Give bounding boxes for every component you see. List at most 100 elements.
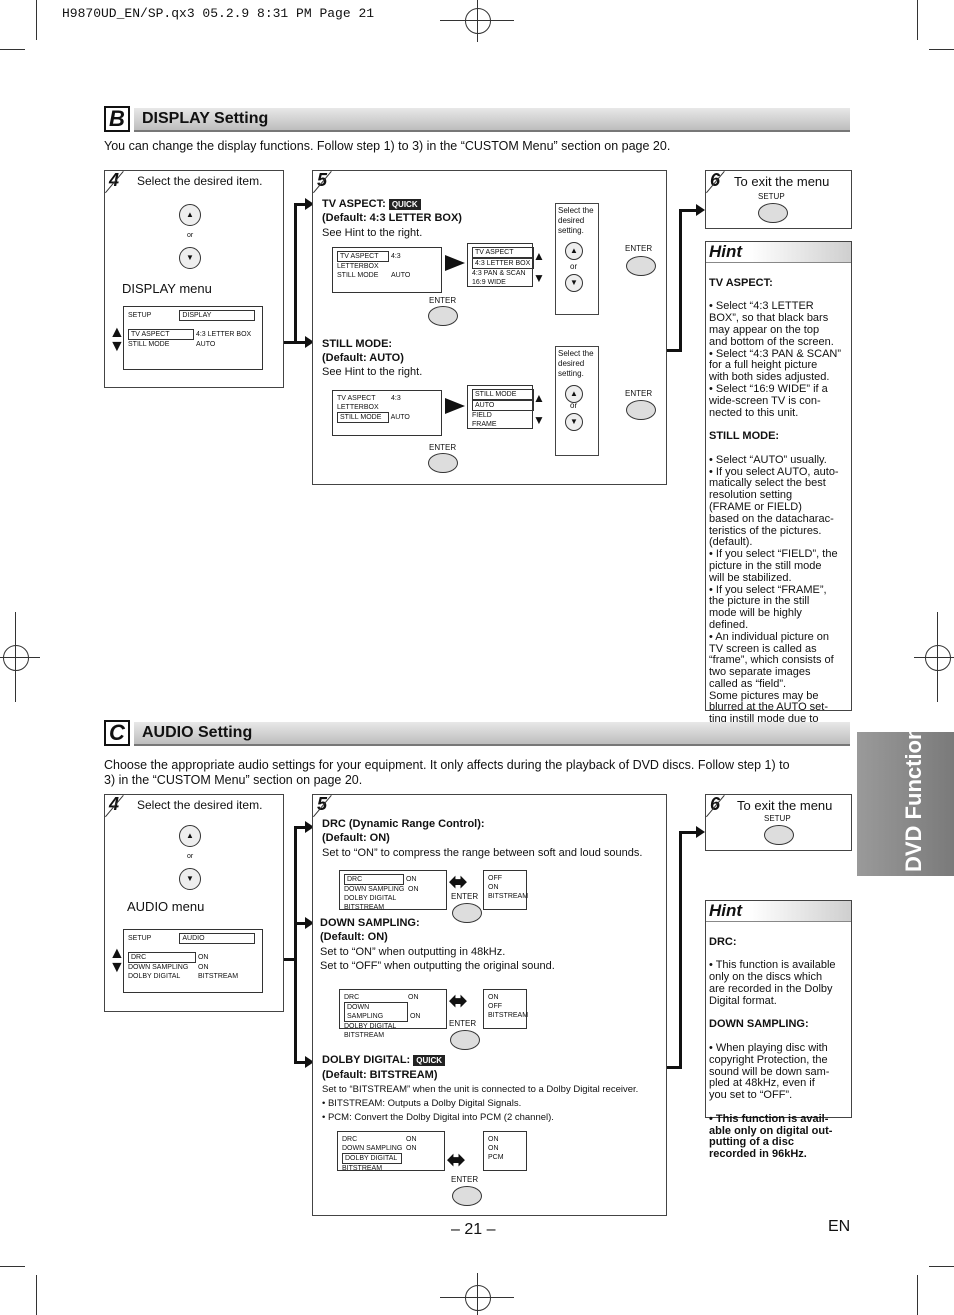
screen-value: BITSTREAM [488, 893, 529, 900]
enter-button-icon [626, 400, 656, 420]
screen-option: 4:3 PAN & SCAN [472, 270, 526, 277]
or-label: or [570, 262, 578, 271]
screen-value: ON [408, 886, 419, 893]
display-step5-box: 5 TV ASPECT: QUICK (Default: 4:3 LETTER … [312, 170, 667, 485]
drc-title: DRC (Dynamic Range Control): [322, 818, 485, 830]
screen-value: ON [406, 1145, 417, 1152]
menu-row-dolby-digital: DOLBY DIGITAL [128, 973, 181, 980]
hint-bold-note: • This function is avail- able only on d… [709, 1112, 833, 1161]
tv-aspect-screen-b: TV ASPECT 4:3 LETTER BOX 4:3 PAN & SCAN … [467, 243, 534, 287]
screen-row: TV ASPECT [337, 251, 389, 262]
audio-menu-title: AUDIO menu [127, 899, 205, 914]
menu-row-value: 4:3 LETTER BOX [195, 331, 252, 338]
setup-button-icon [758, 203, 788, 223]
still-mode-default: (Default: AUTO) [322, 352, 404, 364]
right-arrow-icon [445, 255, 465, 271]
down-button-icon: ▼ [565, 274, 583, 292]
screen-value: AUTO [391, 272, 411, 279]
tv-aspect-hint-ref: See Hint to the right. [322, 227, 423, 239]
audio-step5-box: 5 DRC (Dynamic Range Control): (Default:… [312, 794, 667, 1216]
screen-row: DRC [342, 1136, 358, 1143]
screen-row: DOLBY DIGITAL [344, 1023, 397, 1030]
up-down-arrow-icon: ▲▼ [533, 249, 545, 285]
audio-step4-box: 4 Select the desired item. ▲ or ▼ AUDIO … [104, 794, 284, 1012]
language-code: EN [828, 1218, 851, 1235]
tv-aspect-default: (Default: 4:3 LETTER BOX) [322, 212, 462, 224]
enter-label: ENTER [429, 296, 457, 305]
enter-label: ENTER [625, 389, 653, 398]
screen-option: AUTO [472, 400, 534, 411]
screen-value: PCM [488, 1154, 504, 1161]
screen-value: OFF [488, 1003, 502, 1010]
screen-head: STILL MODE [472, 389, 534, 400]
double-arrow-icon: ⬌ [449, 869, 468, 894]
display-menu-title: DISPLAY menu [122, 281, 212, 296]
display-section-title: DISPLAY Setting [142, 110, 269, 127]
drc-screen-right: OFF ON BITSTREAM [483, 870, 529, 910]
setup-button-label: SETUP [758, 192, 785, 201]
select-desired-label: Select the desired setting. [558, 349, 594, 378]
still-mode-hint-ref: See Hint to the right. [322, 366, 423, 378]
screen-value: ON [409, 1013, 421, 1020]
enter-button-icon [452, 903, 482, 923]
screen-row: DOWN SAMPLING [342, 1145, 403, 1152]
still-mode-screen-b: STILL MODE AUTO FIELD FRAME [467, 385, 534, 429]
hint-title: Hint [706, 901, 851, 922]
page-number: – 21 – [451, 1221, 496, 1238]
screen-option: 4:3 LETTER BOX [472, 258, 534, 269]
audio-intro-line2: 3) in the “CUSTOM Menu” section on page … [104, 773, 363, 787]
dolby-digital-screen-right: ON ON PCM [483, 1131, 527, 1171]
double-arrow-icon: ⬌ [449, 988, 468, 1013]
setup-button-icon [764, 825, 794, 845]
step4-label: Select the desired item. [137, 798, 263, 812]
dvd-functions-side-tab: DVD Functions [857, 714, 954, 876]
dolby-digital-default: (Default: BITSTREAM) [322, 1069, 438, 1081]
down-sampling-desc1: Set to “ON” when outputting in 48kHz. [320, 946, 506, 958]
enter-button-icon [450, 1030, 480, 1050]
screen-row: DOLBY DIGITAL [344, 895, 397, 902]
menu-row-tv-aspect: TV ASPECT [128, 329, 194, 340]
up-down-arrow-icon: ▲▼ [109, 945, 125, 976]
enter-button-icon [428, 306, 458, 326]
step4-label: Select the desired item. [137, 174, 263, 188]
dolby-digital-desc1: Set to “BITSTREAM” when the unit is conn… [322, 1084, 639, 1095]
screen-value: ON [488, 884, 499, 891]
enter-label: ENTER [429, 443, 457, 452]
screen-value: 4:3 LETTERBOX [337, 253, 401, 270]
menu-row-drc: DRC [128, 952, 196, 963]
menu-row-down-sampling: DOWN SAMPLING [128, 964, 189, 971]
screen-value: ON [406, 1136, 417, 1143]
screen-row: DOWN SAMPLING [344, 886, 405, 893]
screen-value: ON [405, 876, 417, 883]
up-down-arrow-icon: ▲▼ [109, 324, 125, 355]
screen-option: FIELD [472, 412, 492, 419]
screen-row: TV ASPECT [337, 395, 376, 402]
audio-section-bar [134, 722, 850, 746]
menu-row-still-mode: STILL MODE [128, 341, 170, 348]
hint-drc-head: DRC: [709, 935, 737, 948]
screen-row: DRC [344, 994, 360, 1001]
screen-value: AUTO [390, 414, 410, 421]
screen-row: DRC [344, 874, 404, 885]
down-sampling-title: DOWN SAMPLING: [320, 917, 420, 929]
select-desired-box: Select the desired setting. ▲ or ▼ [555, 203, 599, 315]
menu-row-value: ON [197, 954, 209, 961]
hint-tv-aspect-body: • Select “4:3 LETTER BOX”, so that black… [709, 300, 842, 419]
hint-still-mode-body: • Select “AUTO” usually. • If you select… [709, 453, 839, 737]
dolby-digital-desc3: • PCM: Convert the Dolby Digital into PC… [322, 1112, 554, 1123]
audio-step6-box: 6 To exit the menu SETUP [705, 794, 852, 851]
screen-option: FRAME [472, 421, 497, 428]
hint-down-sampling-head: DOWN SAMPLING: [709, 1018, 809, 1031]
enter-label: ENTER [625, 244, 653, 253]
audio-section-title: AUDIO Setting [142, 724, 253, 741]
enter-label: ENTER [451, 1175, 479, 1184]
screen-value: 4:3 LETTERBOX [337, 395, 401, 411]
menu-tab-display: DISPLAY [179, 310, 256, 321]
double-arrow-icon: ⬌ [447, 1147, 466, 1172]
section-letter-b: B [104, 106, 130, 132]
menu-setup: SETUP [128, 935, 152, 942]
exit-menu-label: To exit the menu [737, 798, 833, 813]
